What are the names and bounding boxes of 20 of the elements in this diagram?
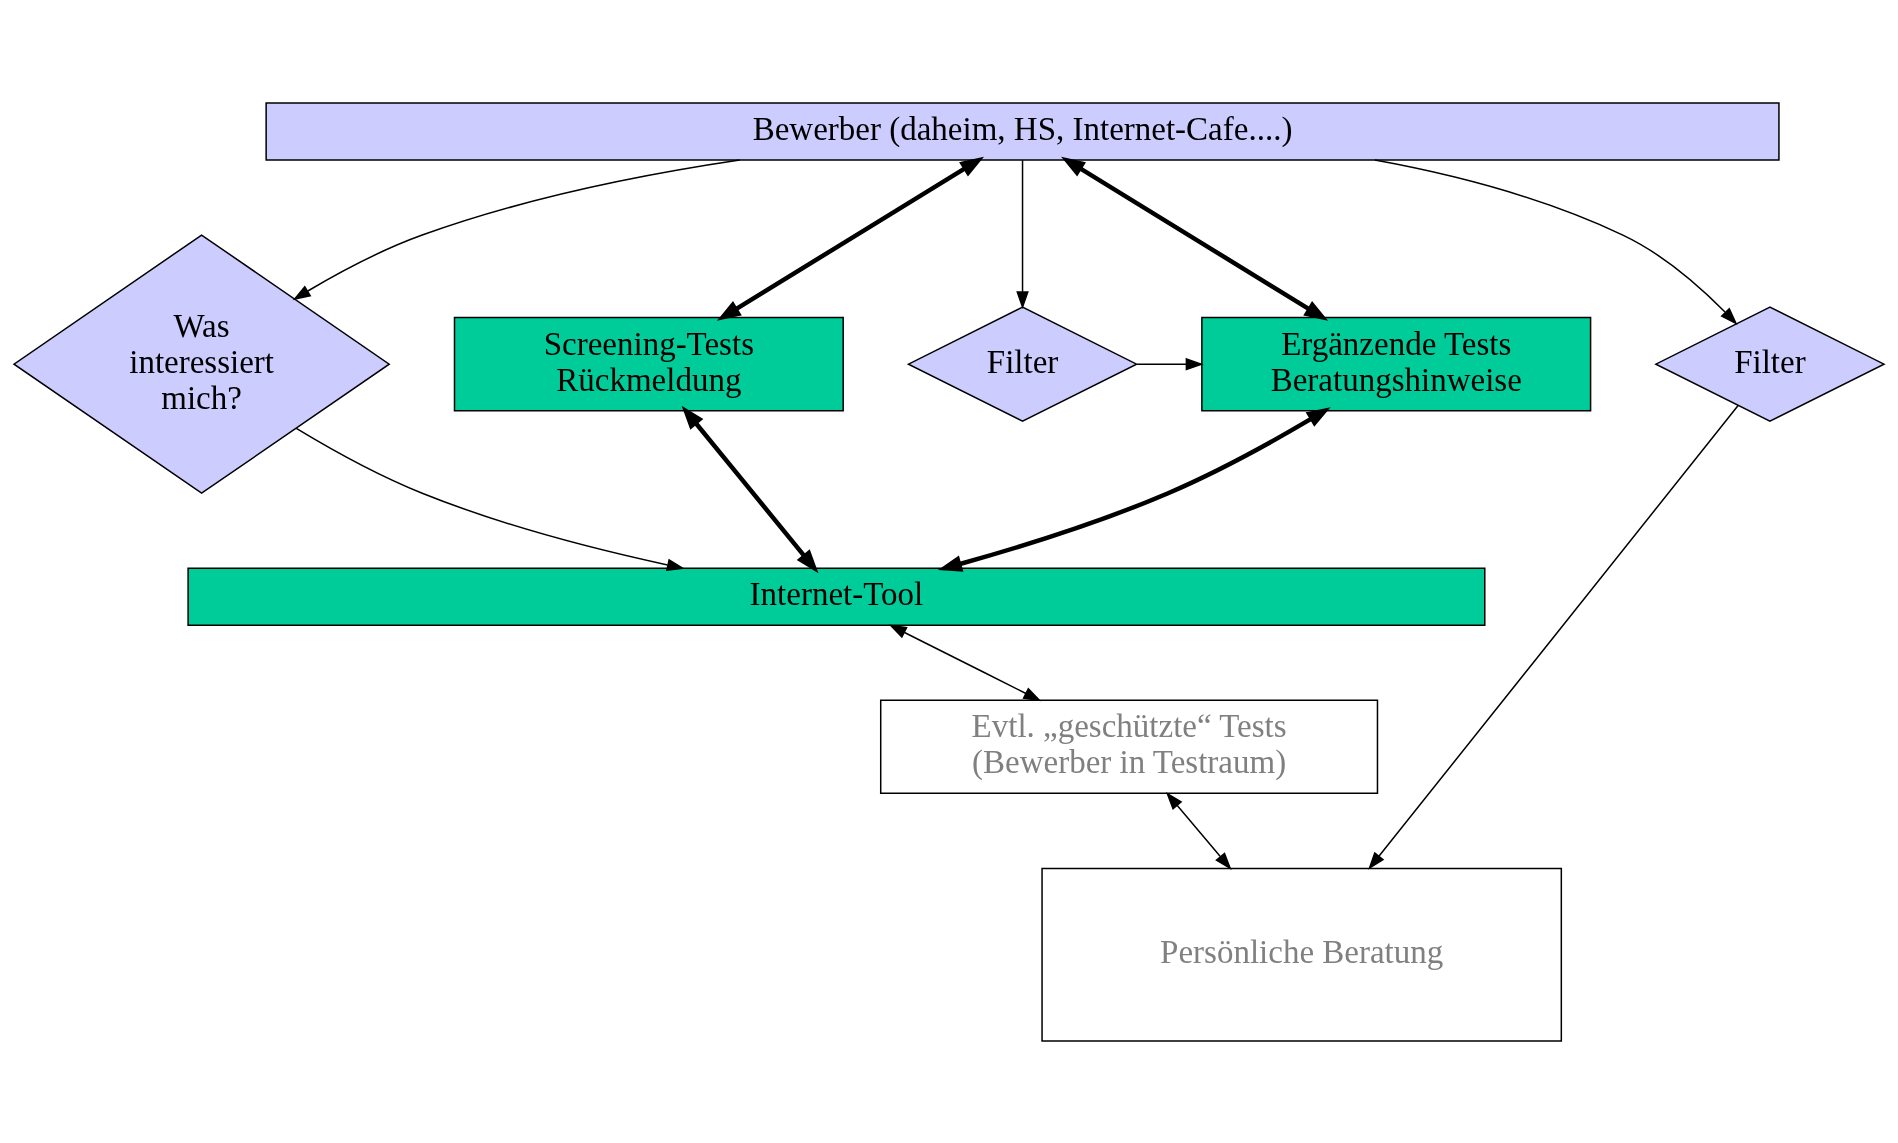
arrow (1016, 159, 1029, 309)
arrow (1374, 158, 1738, 325)
node-box: Screening-Tests Rückmeldung (453, 316, 844, 411)
arrow (937, 406, 1331, 572)
node-box: Ergänzende Tests Beratungshinweise (1201, 316, 1592, 411)
node-box: Persönliche Beratung (1041, 867, 1563, 1042)
arrow (1368, 404, 1739, 870)
node-diamond: Was interessiert mich? (12, 233, 391, 494)
arrow (888, 624, 1042, 701)
arrow (295, 427, 685, 571)
arrow (292, 158, 741, 300)
arrow (1136, 357, 1204, 370)
node-diamond: Filter (906, 305, 1139, 422)
node-box: Bewerber (daheim, HS, Internet-Cafe....) (265, 101, 1780, 161)
arrow (1061, 156, 1329, 321)
arrow (1165, 791, 1232, 870)
node-box: Evtl. „geschützte“ Tests (Bewerber in Testraum) (879, 699, 1379, 794)
node-box: Internet-Tool (187, 567, 1486, 626)
arrow (681, 405, 819, 573)
arrow (716, 156, 984, 321)
